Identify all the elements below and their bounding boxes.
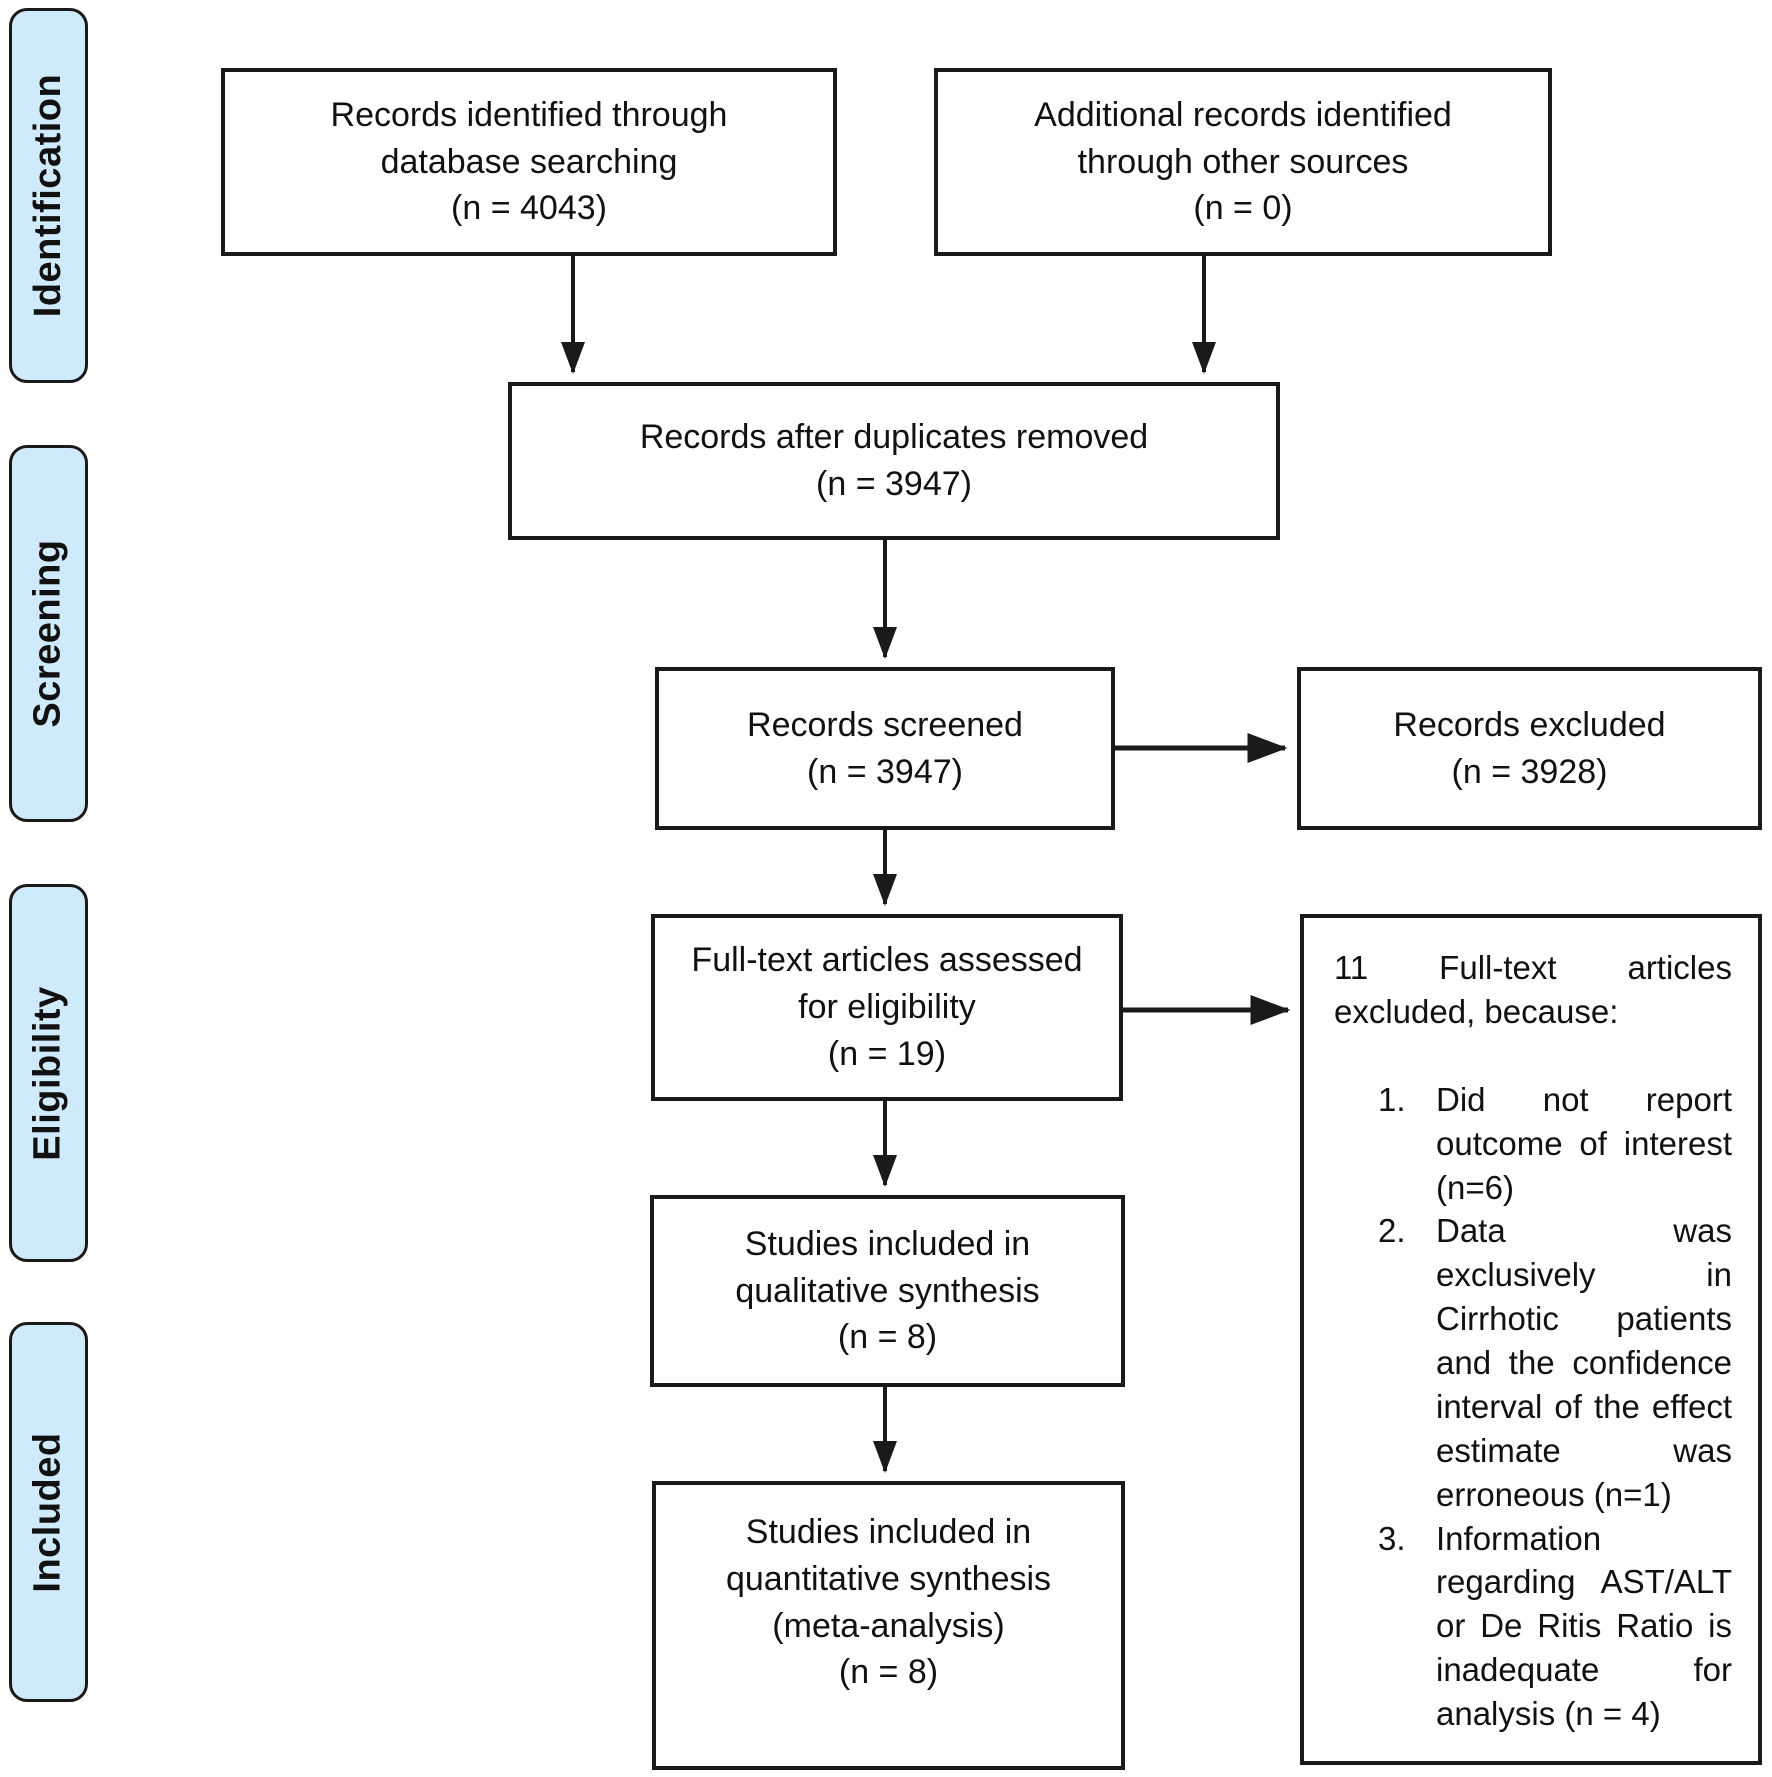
box-qualitative-synthesis: Studies included in qualitative synthesi… [650,1195,1125,1387]
exclusion-reason-item: Data was exclusively in Cirrhotic patien… [1378,1209,1732,1513]
box-fulltext-exclusion-reasons: 11 Full-text articles excluded, because:… [1300,914,1762,1765]
box-records-excluded: Records excluded (n = 3928) [1297,667,1762,830]
box-additional-records: Additional records identified through ot… [934,68,1552,256]
exclusion-reasons-list: Did not report outcome of interest (n=6)… [1334,1078,1732,1736]
phase-band-included: Included [9,1322,88,1702]
phase-band-identification: Identification [9,8,88,383]
phase-label-screening: Screening [27,539,70,728]
phase-label-identification: Identification [27,73,70,318]
box-fulltext-assessed: Full-text articles assessed for eligibil… [651,914,1123,1101]
box-records-screened-text: Records screened (n = 3947) [747,705,1023,791]
exclusion-reason-item: Information regarding AST/ALT or De Riti… [1378,1517,1732,1733]
box-additional-records-text: Additional records identified through ot… [1034,95,1452,228]
box-records-identified-text: Records identified through database sear… [330,95,728,228]
box-records-identified: Records identified through database sear… [221,68,837,256]
phase-label-included: Included [27,1431,70,1593]
box-after-duplicates-removed: Records after duplicates removed (n = 39… [508,382,1280,540]
phase-label-eligibility: Eligibility [27,985,69,1161]
phase-band-eligibility: Eligibility [9,884,88,1262]
box-fulltext-assessed-text: Full-text articles assessed for eligibil… [691,941,1083,1073]
exclusion-reason-item: Did not report outcome of interest (n=6) [1378,1078,1732,1206]
box-qualitative-synthesis-text: Studies included in qualitative synthesi… [735,1224,1040,1357]
box-quantitative-synthesis: Studies included in quantitative synthes… [652,1481,1125,1770]
box-quantitative-synthesis-text: Studies included in quantitative synthes… [725,1512,1052,1692]
box-records-screened: Records screened (n = 3947) [655,667,1115,830]
phase-band-screening: Screening [9,445,88,822]
exclusion-reasons-heading: 11 Full-text articles excluded, because: [1334,949,1732,1030]
box-after-duplicates-removed-text: Records after duplicates removed (n = 39… [639,418,1149,503]
box-records-excluded-text: Records excluded (n = 3928) [1393,705,1666,791]
